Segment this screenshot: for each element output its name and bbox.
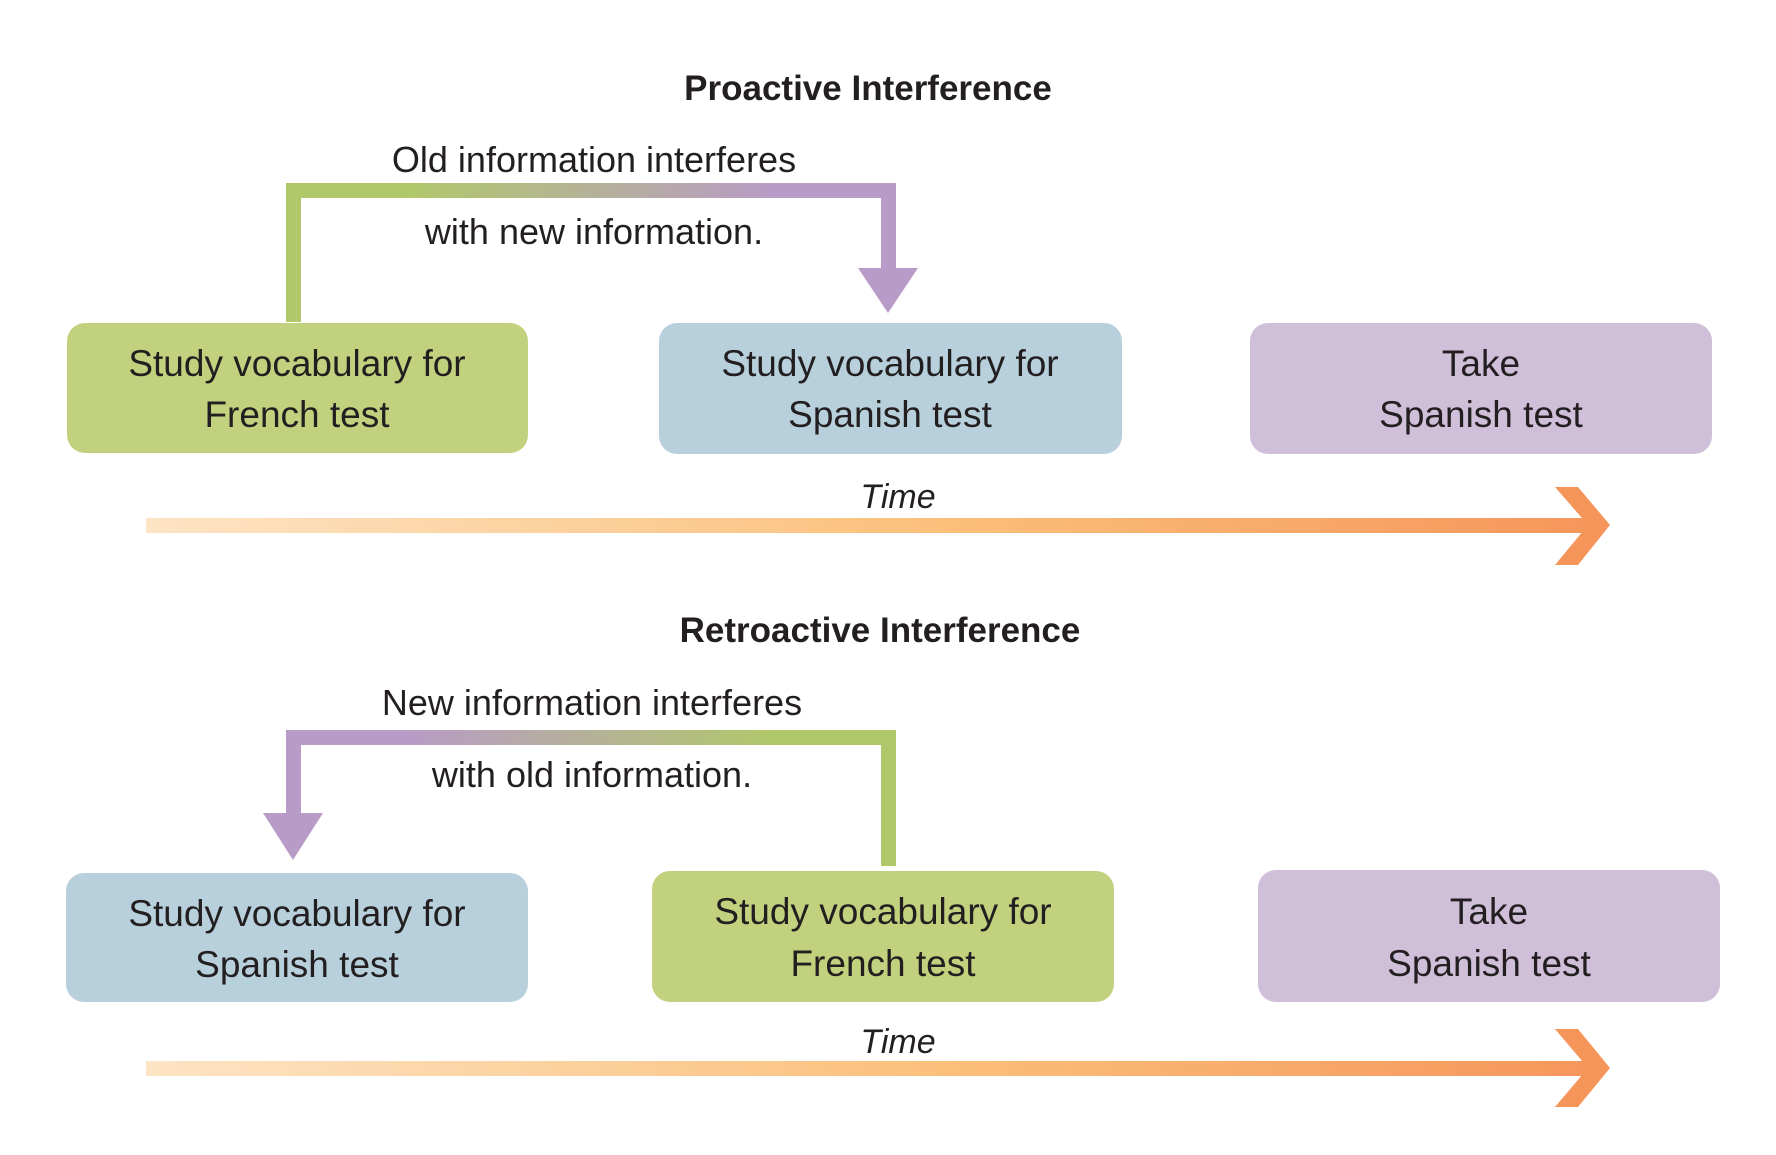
step-box-text-line1: Take: [1442, 343, 1520, 384]
time-arrow: Time: [146, 1023, 1610, 1107]
interference-connector: [263, 730, 896, 866]
arrow-down-icon-body: [896, 268, 918, 291]
step-box-text-line2: French test: [204, 394, 390, 435]
time-label: Time: [860, 1023, 935, 1061]
panel-title: Retroactive Interference: [680, 611, 1081, 650]
step-box-1: Study vocabulary for Spanish test: [66, 873, 528, 1002]
step-box-3: Take Spanish test: [1250, 323, 1712, 454]
step-box-2: Study vocabulary for Spanish test: [659, 323, 1122, 454]
arrow-down-icon-body: [858, 268, 881, 291]
step-box-text-line1: Study vocabulary for: [128, 893, 465, 934]
step-box-bg: [659, 323, 1122, 454]
connector-top-line: [286, 183, 896, 198]
arrow-down-icon-body: [263, 813, 286, 836]
arrow-down-icon-body: [301, 813, 323, 836]
step-box-text-line2: Spanish test: [1379, 394, 1583, 435]
step-box-text-line2: French test: [790, 943, 976, 984]
step-box-bg: [66, 873, 528, 1002]
caption-line-2: with old information.: [431, 754, 752, 795]
connector-target-line: [286, 730, 301, 845]
step-box-bg: [652, 871, 1114, 1002]
time-arrow-shaft: [146, 1061, 1596, 1076]
step-box-bg: [67, 323, 528, 453]
connector-target-line: [881, 183, 896, 298]
caption-line-2: with new information.: [424, 211, 763, 252]
step-box-2: Study vocabulary for French test: [652, 871, 1114, 1002]
step-box-text-line1: Study vocabulary for: [128, 343, 465, 384]
step-box-bg: [1250, 323, 1712, 454]
step-box-text-line2: Spanish test: [195, 944, 399, 985]
time-arrow-shaft: [146, 518, 1596, 533]
time-arrow: Time: [146, 478, 1610, 565]
step-box-text-line2: Spanish test: [1387, 943, 1591, 984]
panel-title: Proactive Interference: [684, 69, 1052, 108]
step-box-text-line2: Spanish test: [788, 394, 992, 435]
connector-source-line: [286, 183, 301, 322]
proactive-panel: Proactive Interference Old information i…: [67, 69, 1712, 565]
step-box-text-line1: Take: [1450, 891, 1528, 932]
caption-line-1: Old information interferes: [392, 139, 796, 180]
arrow-right-icon: [1555, 1029, 1610, 1107]
connector-source-line: [881, 730, 896, 866]
step-box-3: Take Spanish test: [1258, 870, 1720, 1002]
caption-line-1: New information interferes: [382, 682, 802, 723]
arrow-right-icon: [1555, 487, 1610, 565]
interference-connector: [286, 183, 918, 322]
step-box-text-line1: Study vocabulary for: [721, 343, 1058, 384]
retroactive-panel: Retroactive Interference New information…: [66, 611, 1720, 1107]
step-box-1: Study vocabulary for French test: [67, 323, 528, 453]
time-label: Time: [860, 478, 935, 516]
connector-top-line: [286, 730, 896, 745]
step-box-text-line1: Study vocabulary for: [714, 891, 1051, 932]
step-box-bg: [1258, 870, 1720, 1002]
